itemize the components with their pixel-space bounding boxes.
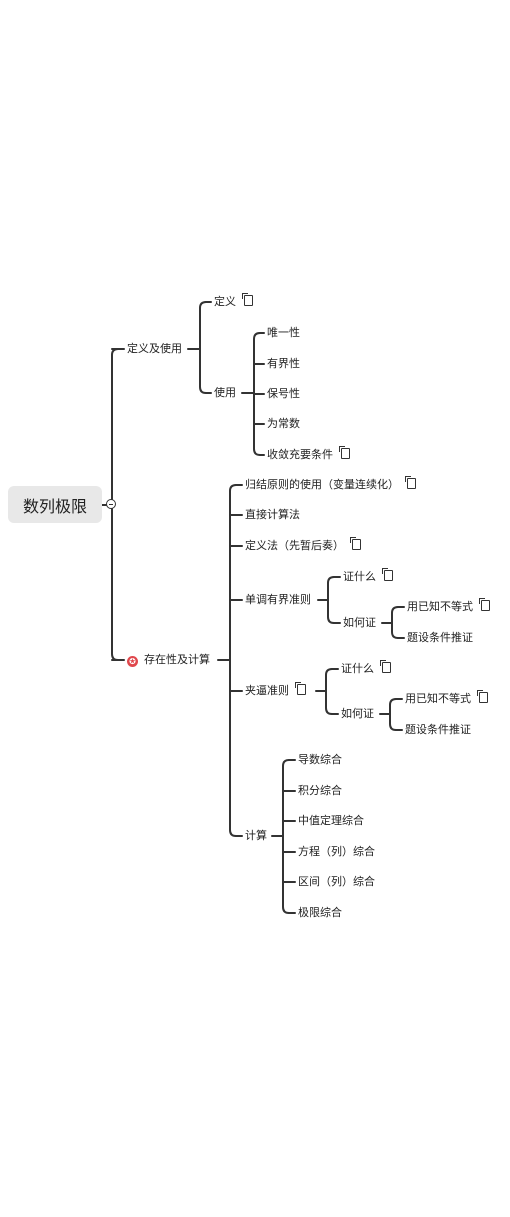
collapse-toggle-icon[interactable] [106, 499, 116, 509]
node-sq-prove-what[interactable]: 证什么 [339, 660, 393, 677]
node-label: 如何证 [341, 707, 374, 720]
node-label: 定义及使用 [127, 342, 182, 355]
node-label: 定义 [214, 295, 236, 308]
node-mono-given-cond[interactable]: 题设条件推证 [405, 630, 475, 646]
node-boundedness[interactable]: 有界性 [265, 356, 302, 372]
node-calculation[interactable]: 计算 [243, 828, 269, 844]
node-def-use[interactable]: 定义及使用 [125, 341, 184, 357]
node-label: 证什么 [341, 662, 374, 675]
node-use[interactable]: 使用 [212, 385, 238, 401]
node-squeeze[interactable]: 夹逼准则 [243, 682, 308, 699]
node-label: 题设条件推证 [407, 631, 473, 644]
node-label: 存在性及计算 [144, 653, 210, 666]
note-icon[interactable] [380, 660, 391, 673]
node-label: 直接计算法 [245, 508, 300, 521]
node-mono-prove-what[interactable]: 证什么 [341, 568, 395, 585]
node-label: 归结原则的使用（变量连续化） [245, 478, 399, 491]
node-interval[interactable]: 区间（列）综合 [296, 874, 377, 890]
node-integral[interactable]: 积分综合 [296, 783, 344, 799]
node-label: 保号性 [267, 387, 300, 400]
node-sq-how[interactable]: 如何证 [339, 706, 376, 722]
node-label: 单调有界准则 [245, 593, 311, 606]
node-uniqueness[interactable]: 唯一性 [265, 325, 302, 341]
node-label: 计算 [245, 829, 267, 842]
node-existence[interactable]: ✪ 存在性及计算 [125, 652, 212, 668]
node-monotone-bounded[interactable]: 单调有界准则 [243, 592, 313, 608]
node-limit[interactable]: 极限综合 [296, 905, 344, 921]
node-label: 中值定理综合 [298, 814, 364, 827]
node-label: 使用 [214, 386, 236, 399]
node-definition[interactable]: 定义 [212, 293, 255, 310]
node-label: 区间（列）综合 [298, 875, 375, 888]
node-sq-known-ineq[interactable]: 用已知不等式 [403, 690, 490, 707]
node-sq-given-cond[interactable]: 题设条件推证 [403, 722, 473, 738]
node-label: 定义法（先暂后奏） [245, 539, 344, 552]
node-label: 为常数 [267, 417, 300, 430]
node-mean-value[interactable]: 中值定理综合 [296, 813, 366, 829]
node-label: 题设条件推证 [405, 723, 471, 736]
node-constant[interactable]: 为常数 [265, 416, 302, 432]
node-label: 唯一性 [267, 326, 300, 339]
node-mono-known-ineq[interactable]: 用已知不等式 [405, 598, 492, 615]
node-label: 用已知不等式 [407, 600, 473, 613]
root-label: 数列极限 [22, 496, 87, 516]
node-label: 有界性 [267, 357, 300, 370]
node-sign-preserving[interactable]: 保号性 [265, 386, 302, 402]
node-equation[interactable]: 方程（列）综合 [296, 844, 377, 860]
node-label: 导数综合 [298, 753, 342, 766]
note-icon[interactable] [479, 598, 490, 611]
note-icon[interactable] [295, 682, 306, 695]
node-label: 夹逼准则 [245, 684, 289, 697]
node-label: 用已知不等式 [405, 692, 471, 705]
node-label: 收敛充要条件 [267, 448, 333, 461]
node-label: 如何证 [343, 616, 376, 629]
note-icon[interactable] [339, 446, 350, 459]
node-label: 方程（列）综合 [298, 845, 375, 858]
node-label: 极限综合 [298, 906, 342, 919]
note-icon[interactable] [477, 690, 488, 703]
node-definition-method[interactable]: 定义法（先暂后奏） [243, 537, 363, 554]
note-icon[interactable] [405, 476, 416, 489]
node-derivative[interactable]: 导数综合 [296, 752, 344, 768]
node-convergence-condition[interactable]: 收敛充要条件 [265, 446, 352, 463]
node-mono-how[interactable]: 如何证 [341, 615, 378, 631]
star-priority-icon: ✪ [127, 656, 138, 667]
note-icon[interactable] [382, 568, 393, 581]
node-label: 积分综合 [298, 784, 342, 797]
note-icon[interactable] [242, 293, 253, 306]
node-label: 证什么 [343, 570, 376, 583]
node-direct-calc[interactable]: 直接计算法 [243, 507, 302, 523]
note-icon[interactable] [350, 537, 361, 550]
node-heine[interactable]: 归结原则的使用（变量连续化） [243, 476, 418, 493]
root-node[interactable]: 数列极限 [8, 486, 102, 523]
